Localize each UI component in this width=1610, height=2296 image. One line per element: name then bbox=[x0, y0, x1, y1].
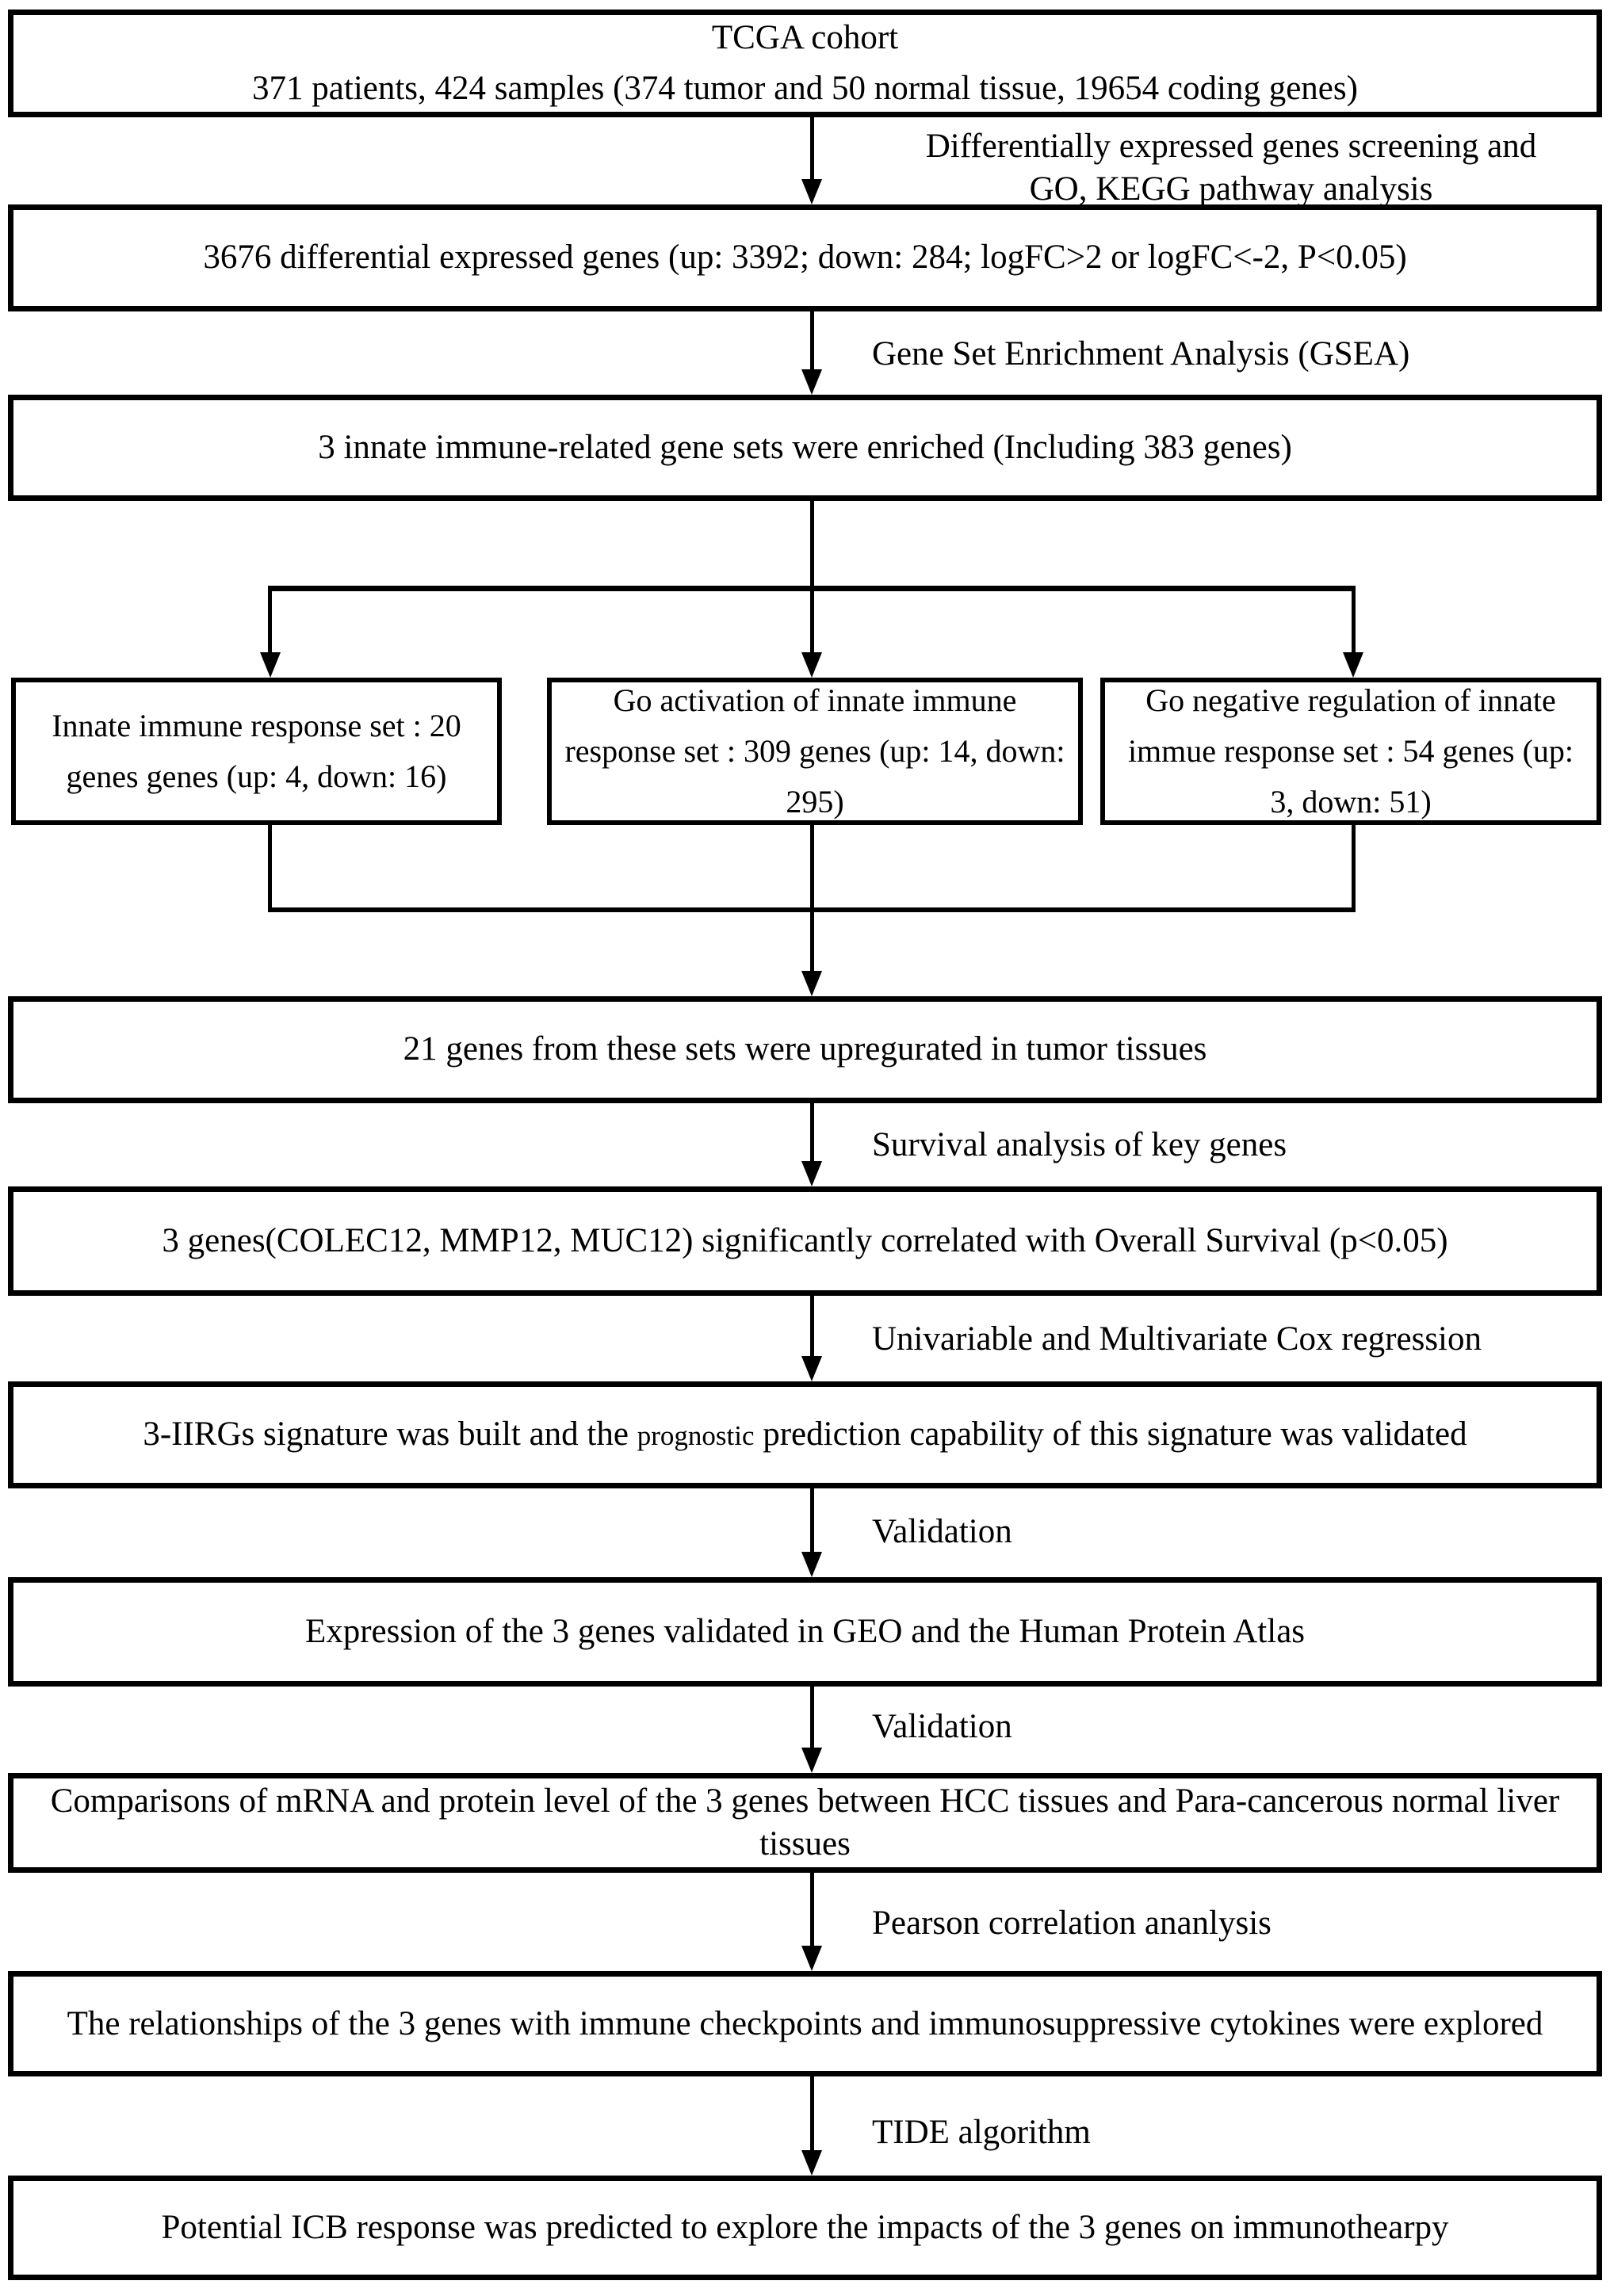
arrowhead-tcga-deg bbox=[801, 179, 822, 204]
connector-genesets-stem bbox=[810, 501, 814, 591]
flow-box-innate-set: Innate immune response set : 20 genes ge… bbox=[11, 678, 502, 825]
edge-label-survival: Survival analysis of key genes bbox=[872, 1126, 1287, 1163]
signature-text-small: prognostic bbox=[637, 1420, 755, 1452]
arrowhead-expression-comparisons bbox=[801, 1748, 822, 1773]
arrowhead-comparisons-relationships bbox=[801, 1946, 822, 1971]
icb-text: Potential ICB response was predicted to … bbox=[161, 2208, 1449, 2246]
upregulated-text: 21 genes from these sets were upregurate… bbox=[403, 1030, 1207, 1068]
connector-merge-right bbox=[1352, 825, 1356, 912]
flow-box-activation-set: Go activation of innate immune response … bbox=[547, 678, 1083, 825]
edge-label-pearson: Pearson correlation ananlysis bbox=[872, 1904, 1272, 1942]
edge-label-deg-screening: Differentially expressed genes screening… bbox=[872, 125, 1590, 211]
arrowhead-branch-center bbox=[801, 652, 822, 678]
arrowhead-relationships-icb bbox=[801, 2150, 822, 2176]
signature-text-after: prediction capability of this signature … bbox=[754, 1415, 1467, 1454]
connector-merge-stem bbox=[810, 907, 814, 976]
flow-box-relationships: The relationships of the 3 genes with im… bbox=[8, 1971, 1602, 2076]
edge-label-deg-line2: GO, KEGG pathway analysis bbox=[1029, 170, 1433, 208]
edge-label-tide: TIDE algorithm bbox=[872, 2114, 1091, 2151]
flow-box-icb: Potential ICB response was predicted to … bbox=[8, 2176, 1602, 2280]
signature-text: 3-IIRGs signature was built and the prog… bbox=[143, 1411, 1467, 1458]
edge-label-gsea: Gene Set Enrichment Analysis (GSEA) bbox=[872, 335, 1410, 372]
connector-tcga-deg bbox=[810, 117, 814, 184]
connector-3genes-signature bbox=[810, 1296, 814, 1361]
arrowhead-3genes-signature bbox=[801, 1356, 822, 1381]
flow-box-expression: Expression of the 3 genes validated in G… bbox=[8, 1577, 1602, 1687]
arrowhead-deg-genesets bbox=[801, 369, 822, 395]
flow-box-three-genes: 3 genes(COLEC12, MMP12, MUC12) significa… bbox=[8, 1186, 1602, 1296]
expression-text: Expression of the 3 genes validated in G… bbox=[304, 1612, 1306, 1650]
connector-branch-right bbox=[1352, 586, 1356, 657]
tcga-title: TCGA cohort bbox=[711, 18, 899, 56]
connector-expression-comparisons bbox=[810, 1687, 814, 1752]
connector-signature-expression bbox=[810, 1488, 814, 1557]
arrowhead-branch-right bbox=[1343, 652, 1363, 678]
arrowhead-upregulated-3genes bbox=[801, 1161, 822, 1186]
connector-branch-left bbox=[268, 586, 272, 657]
comparisons-text: Comparisons of mRNA and protein level of… bbox=[50, 1782, 1560, 1862]
flow-box-gene-sets: 3 innate immune-related gene sets were e… bbox=[8, 395, 1602, 501]
edge-label-cox: Univariable and Multivariate Cox regress… bbox=[872, 1320, 1482, 1358]
flow-box-upregulated: 21 genes from these sets were upregurate… bbox=[8, 996, 1602, 1103]
flow-box-deg: 3676 differential expressed genes (up: 3… bbox=[8, 204, 1602, 311]
deg-text: 3676 differential expressed genes (up: 3… bbox=[203, 239, 1407, 277]
edge-label-validation1: Validation bbox=[872, 1513, 1012, 1550]
three-genes-text: 3 genes(COLEC12, MMP12, MUC12) significa… bbox=[162, 1221, 1448, 1259]
connector-merge-center bbox=[810, 825, 814, 912]
edge-label-validation2: Validation bbox=[872, 1708, 1012, 1745]
signature-text-before: 3-IIRGs signature was built and the bbox=[143, 1415, 637, 1454]
activation-set-text: Go activation of innate immune response … bbox=[564, 682, 1065, 819]
flow-box-tcga-cohort: TCGA cohort 371 patients, 424 samples (3… bbox=[8, 10, 1602, 117]
connector-comparisons-relationships bbox=[810, 1873, 814, 1950]
connector-deg-genesets bbox=[810, 311, 814, 374]
arrowhead-branch-left bbox=[260, 652, 281, 678]
connector-relationships-icb bbox=[810, 2076, 814, 2155]
arrowhead-merge bbox=[801, 971, 822, 996]
connector-upregulated-3genes bbox=[810, 1103, 814, 1166]
flow-box-comparisons: Comparisons of mRNA and protein level of… bbox=[8, 1773, 1602, 1873]
tcga-detail: 371 patients, 424 samples (374 tumor and… bbox=[252, 70, 1358, 107]
connector-merge-left bbox=[268, 825, 272, 912]
innate-set-text: Innate immune response set : 20 genes ge… bbox=[52, 708, 461, 794]
arrowhead-signature-expression bbox=[801, 1552, 822, 1577]
flow-box-signature: 3-IIRGs signature was built and the prog… bbox=[8, 1381, 1602, 1488]
negative-set-text: Go negative regulation of innate immue r… bbox=[1127, 682, 1574, 819]
gene-sets-text: 3 innate immune-related gene sets were e… bbox=[318, 428, 1292, 466]
flow-box-negative-set: Go negative regulation of innate immue r… bbox=[1100, 678, 1601, 825]
connector-branch-center bbox=[810, 586, 814, 657]
relationships-text: The relationships of the 3 genes with im… bbox=[67, 2004, 1543, 2042]
edge-label-deg-line1: Differentially expressed genes screening… bbox=[925, 128, 1537, 165]
